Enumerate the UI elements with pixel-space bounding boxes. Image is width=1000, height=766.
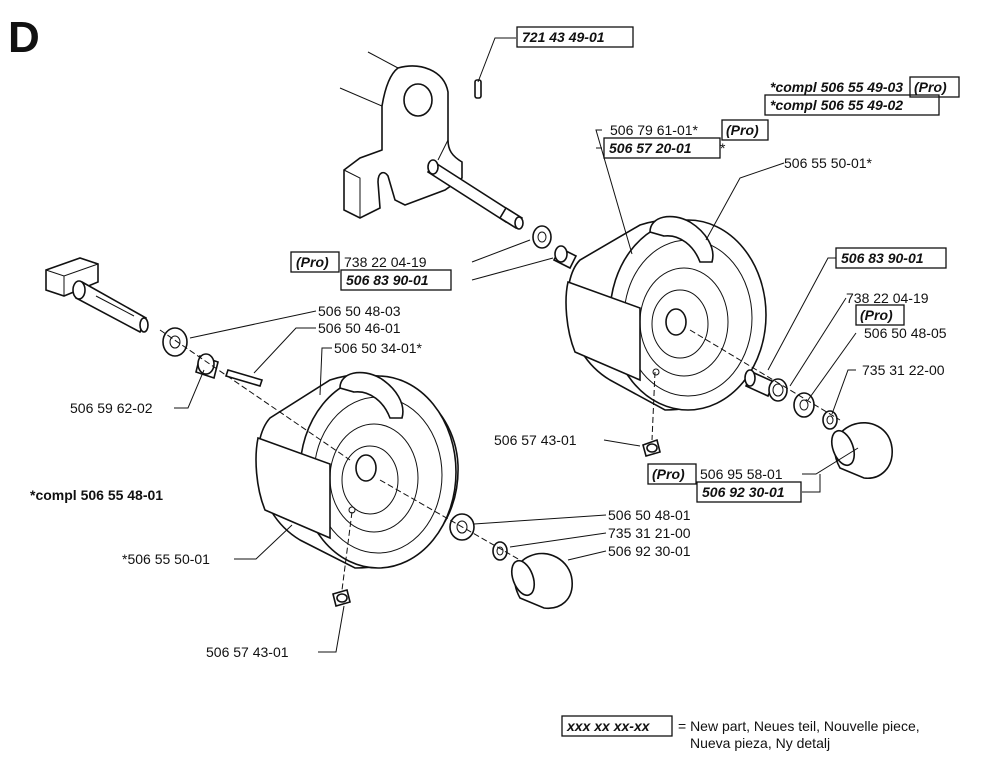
label-compl-506-55-48-01: *compl 506 55 48-01 bbox=[30, 487, 163, 503]
legend-sample-box bbox=[561, 715, 673, 737]
new-part-box bbox=[835, 247, 947, 269]
label-506-57-43-01-left: 506 57 43-01 bbox=[206, 644, 289, 660]
label-pro-tag-right-bearing: (Pro) bbox=[860, 307, 893, 323]
new-part-box bbox=[696, 481, 802, 503]
label-compl-506-55-49-02: *compl 506 55 49-02 bbox=[770, 97, 903, 113]
label-721-43-49-01: 721 43 49-01 bbox=[522, 29, 605, 45]
label-738-22-04-19-right: 738 22 04-19 bbox=[846, 290, 929, 306]
new-part-box bbox=[340, 269, 452, 291]
legend-line-2: Nueva pieza, Ny detalj bbox=[690, 735, 830, 751]
mount-bracket-drawing bbox=[339, 51, 463, 219]
axle-bearings-drawing bbox=[532, 225, 578, 270]
label-pro-tag-cap: (Pro) bbox=[652, 466, 685, 482]
label-506-55-50-01-left: *506 55 50-01 bbox=[122, 551, 210, 567]
label-506-50-48-03: 506 50 48-03 bbox=[318, 303, 401, 319]
label-735-31-21-00: 735 31 21-00 bbox=[608, 525, 691, 541]
label-506-55-50-01-right: 506 55 50-01* bbox=[784, 155, 873, 171]
left-hub-parts-drawing bbox=[449, 513, 573, 609]
label-735-31-22-00: 735 31 22-00 bbox=[862, 362, 945, 378]
label-738-22-04-19-left: 738 22 04-19 bbox=[344, 254, 427, 270]
section-letter: D bbox=[8, 13, 40, 62]
legend-sample: xxx xx xx-xx bbox=[566, 718, 651, 734]
roll-pin-drawing bbox=[474, 79, 482, 99]
legend: xxx xx xx-xx = New part, Neues teil, Nou… bbox=[561, 715, 920, 751]
label-506-50-48-05: 506 50 48-05 bbox=[864, 325, 947, 341]
axle-shaft-drawing bbox=[426, 159, 524, 230]
pivot-arm-drawing bbox=[45, 257, 149, 334]
leader-lines bbox=[174, 37, 859, 653]
part-labels: 721 43 49-01 *compl 506 55 49-03 (Pro) *… bbox=[30, 26, 960, 660]
left-valve-drawing bbox=[332, 589, 351, 607]
label-506-83-90-01-right: 506 83 90-01 bbox=[841, 250, 924, 266]
right-valve-drawing bbox=[642, 438, 661, 457]
label-pro-tag-rim: (Pro) bbox=[726, 122, 759, 138]
new-part-box bbox=[764, 94, 940, 116]
label-506-92-30-01: 506 92 30-01 bbox=[608, 543, 691, 559]
pro-box bbox=[855, 304, 905, 326]
label-506-57-20-01: 506 57 20-01 bbox=[609, 140, 692, 156]
label-506-95-58-01: 506 95 58-01 bbox=[700, 466, 783, 482]
pro-box bbox=[909, 76, 960, 98]
pro-box bbox=[721, 119, 769, 141]
label-506-59-62-02: 506 59 62-02 bbox=[70, 400, 153, 416]
pro-box bbox=[290, 251, 340, 273]
label-compl-506-55-49-03: *compl 506 55 49-03 bbox=[770, 79, 903, 95]
label-506-50-46-01: 506 50 46-01 bbox=[318, 320, 401, 336]
label-506-50-34-01: 506 50 34-01* bbox=[334, 340, 423, 356]
label-506-57-43-01-right: 506 57 43-01 bbox=[494, 432, 577, 448]
right-hub-parts-drawing bbox=[744, 369, 893, 479]
left-wheel-drawing bbox=[255, 371, 459, 569]
new-part-box bbox=[516, 26, 634, 48]
new-part-box bbox=[603, 137, 721, 159]
label-506-83-90-01-left: 506 83 90-01 bbox=[346, 272, 429, 288]
label-506-79-61-01: 506 79 61-01* bbox=[610, 122, 699, 138]
label-pro-tag-compl: (Pro) bbox=[914, 79, 947, 95]
label-506-92-30-01-bold: 506 92 30-01 bbox=[702, 484, 785, 500]
legend-line-1: = New part, Neues teil, Nouvelle piece, bbox=[678, 718, 920, 734]
center-lines bbox=[159, 329, 841, 591]
label-506-57-20-01-star: * bbox=[720, 140, 726, 156]
left-axle-parts-drawing bbox=[162, 327, 264, 387]
label-pro-tag-left-bearing: (Pro) bbox=[296, 254, 329, 270]
pro-box bbox=[647, 463, 697, 485]
right-wheel-drawing bbox=[565, 215, 767, 411]
label-506-50-48-01: 506 50 48-01 bbox=[608, 507, 691, 523]
